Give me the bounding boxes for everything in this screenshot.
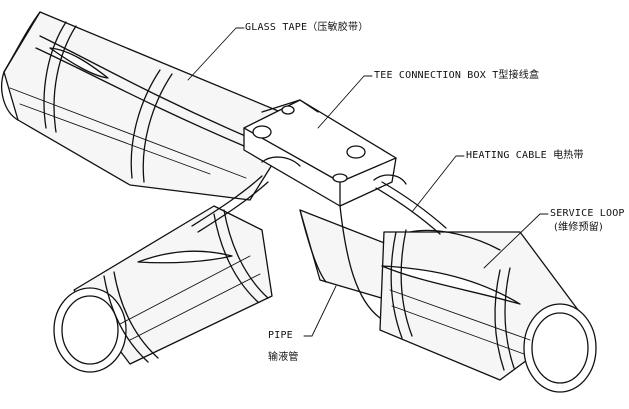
label-service-loop: SERVICE LOOP <box>550 208 625 219</box>
label-glass-tape: GLASS TAPE（压敏胶带） <box>245 22 369 33</box>
pipe-upper-left <box>1 11 301 201</box>
label-pipe: PIPE <box>268 330 293 341</box>
tee-connection-box <box>243 99 407 207</box>
label-heating-cable: HEATING CABLE 电热带 <box>466 150 584 161</box>
heating-cable-lower-right <box>375 181 521 305</box>
heating-cable-lower-left <box>137 175 269 264</box>
pipe-lower-left <box>53 205 273 373</box>
label-tee-connection-box: TEE CONNECTION BOX T型接线盒 <box>374 70 540 81</box>
leader-lines <box>187 27 549 337</box>
label-service-loop-zh: (维修预留) <box>554 222 604 233</box>
leader-glass-tape <box>187 27 245 81</box>
pipe-lower-right <box>379 231 597 393</box>
leader-heating-cable <box>411 155 465 213</box>
glass-tape-bands-lower-left <box>103 209 269 363</box>
pipe-riser <box>299 205 393 319</box>
label-pipe-zh: 输液管 <box>268 352 299 363</box>
glass-tape-bands-lower-right <box>390 229 515 371</box>
leader-tee-box <box>317 75 373 129</box>
glass-tape-bands-upper <box>43 21 173 183</box>
heating-cable-upper <box>35 35 251 147</box>
leader-service-loop <box>483 213 549 269</box>
leader-pipe <box>303 285 337 337</box>
